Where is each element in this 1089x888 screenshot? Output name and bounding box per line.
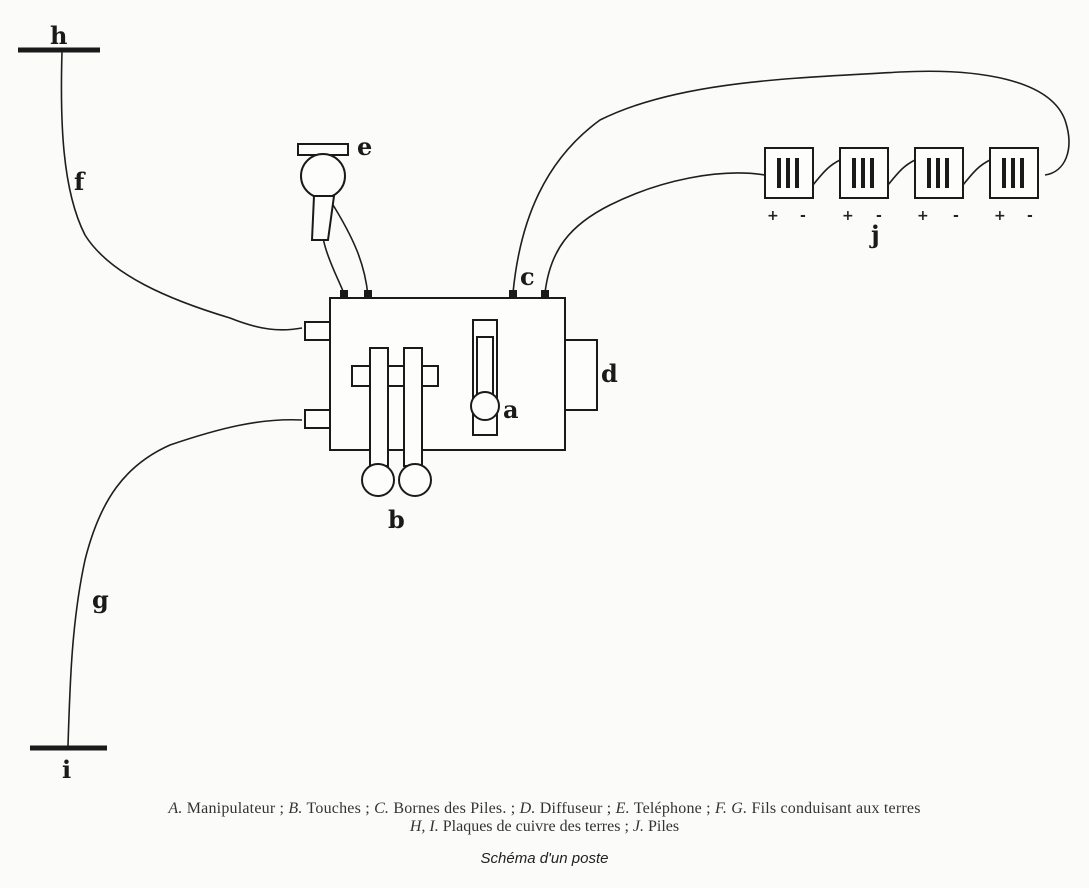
post-e1 xyxy=(340,290,348,298)
battery-cell xyxy=(839,147,889,199)
keys-crossbar xyxy=(351,365,439,387)
label-d: d xyxy=(601,359,618,388)
battery-cell xyxy=(989,147,1039,199)
caption-text: Bornes des Piles. ; xyxy=(393,800,516,817)
battery-sign: - xyxy=(876,208,882,224)
caption-text: Diffuseur ; xyxy=(539,800,612,817)
caption-key: C. xyxy=(374,800,390,817)
telephone-body xyxy=(300,153,346,199)
telephone-handle xyxy=(310,195,336,241)
diffuser xyxy=(564,339,598,411)
label-i: i xyxy=(62,755,71,784)
battery-sign: - xyxy=(800,208,806,224)
battery-cell xyxy=(764,147,814,199)
wire-f xyxy=(60,51,303,331)
terminal-f xyxy=(304,321,331,341)
caption-line-1: A. Manipulateur ; B. Touches ; C. Bornes… xyxy=(0,800,1089,818)
post-e2 xyxy=(364,290,372,298)
caption-key: D. xyxy=(519,800,536,817)
label-h: h xyxy=(50,21,67,50)
label-b: b xyxy=(388,505,405,534)
key-1-knob xyxy=(361,463,395,497)
batteries xyxy=(764,147,1039,199)
post-c2 xyxy=(541,290,549,298)
wire-battery-negative xyxy=(544,172,766,294)
battery-sign: + xyxy=(842,208,854,224)
battery-sign: + xyxy=(994,208,1006,224)
battery-sign: - xyxy=(1027,208,1033,224)
caption-key: E. xyxy=(615,800,630,817)
label-f: f xyxy=(74,167,86,196)
battery-cell xyxy=(914,147,964,199)
key-2 xyxy=(403,347,423,467)
caption-text: Teléphone ; xyxy=(633,800,711,817)
battery-sign: + xyxy=(767,208,779,224)
label-c: c xyxy=(520,262,535,291)
caption-text: Touches ; xyxy=(306,800,370,817)
post-c1 xyxy=(509,290,517,298)
manipulator-lever xyxy=(476,336,494,400)
caption-text: Plaques de cuivre des terres ; xyxy=(442,818,629,835)
caption-key: F. G. xyxy=(715,800,748,817)
caption-text: Piles xyxy=(648,818,680,835)
caption-key: J. xyxy=(632,818,645,835)
key-2-knob xyxy=(398,463,432,497)
figure-title: Schéma d'un poste xyxy=(480,850,609,867)
caption-line-2: H, I. Plaques de cuivre des terres ; J. … xyxy=(0,818,1089,836)
caption-key: B. xyxy=(288,800,303,817)
label-a: a xyxy=(503,395,519,424)
key-1 xyxy=(369,347,389,467)
battery-sign: - xyxy=(953,208,959,224)
caption-key: A. xyxy=(168,800,183,817)
label-j: j xyxy=(869,220,880,249)
wire-g xyxy=(67,418,303,747)
battery-sign: + xyxy=(917,208,929,224)
label-e: e xyxy=(357,132,372,161)
caption-text: Fils conduisant aux terres xyxy=(751,800,921,817)
manipulator-knob xyxy=(470,391,500,421)
wire-battery-positive xyxy=(512,70,1070,294)
terminal-g xyxy=(304,409,331,429)
caption-text: Manipulateur ; xyxy=(186,800,285,817)
caption-key: H, I. xyxy=(409,818,439,835)
label-g: g xyxy=(92,585,109,614)
